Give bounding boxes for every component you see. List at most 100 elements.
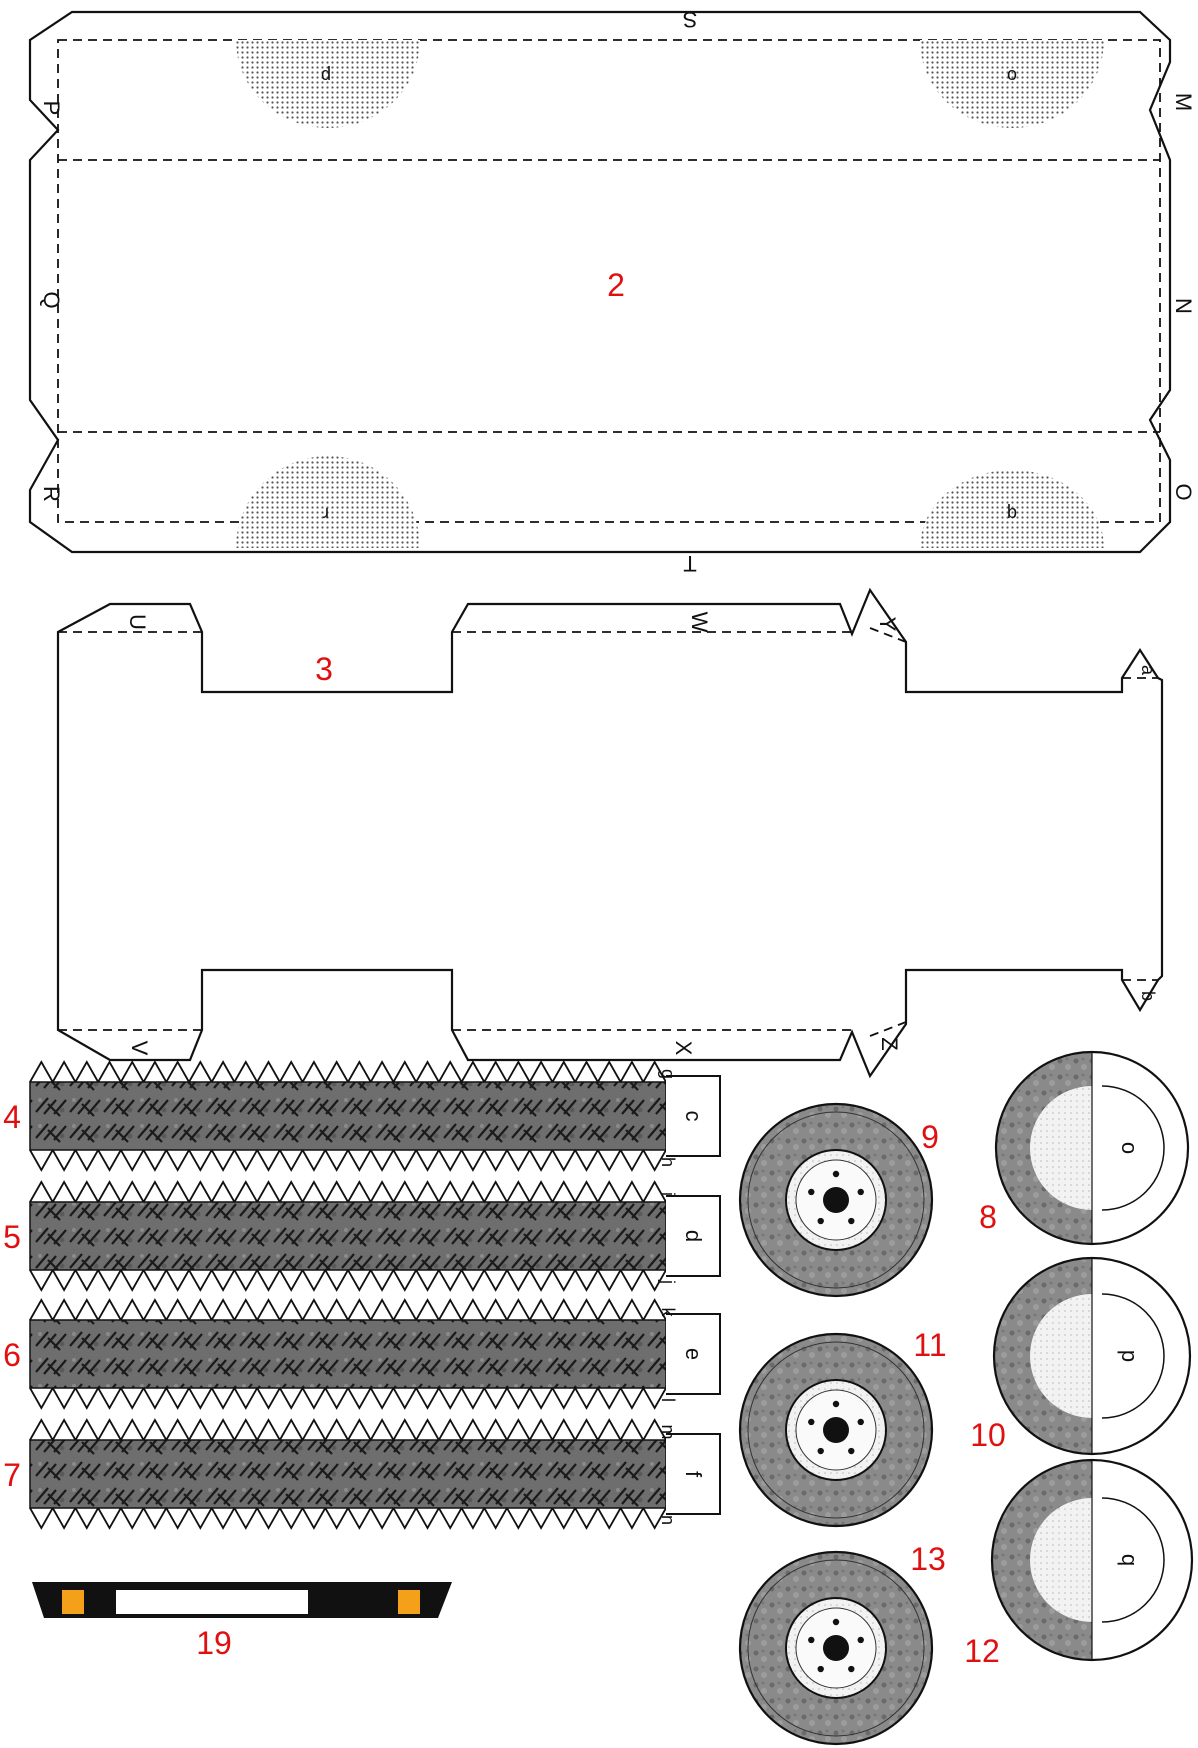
tread-teeth-bottom <box>29 1268 667 1292</box>
wheel-bolt <box>817 1447 824 1455</box>
wheel-hub <box>823 1417 849 1443</box>
tab-letter: M <box>1171 93 1196 111</box>
tab-letter: N <box>1171 298 1196 314</box>
part-number: 2 <box>607 267 625 303</box>
part-number: 3 <box>315 651 333 687</box>
tread-band <box>29 1319 667 1389</box>
glue-letter: q <box>1117 1554 1142 1566</box>
glue-letter: r <box>323 504 329 524</box>
wheel-bolt <box>808 1418 815 1426</box>
wheel-bolt <box>848 1665 855 1673</box>
tab-letter: Y <box>875 617 900 632</box>
wheel-bolt <box>808 1188 815 1196</box>
glue-area-p <box>236 40 420 128</box>
tread-glue-tab <box>666 1433 721 1515</box>
part-number: 5 <box>3 1219 21 1255</box>
glue-letter: p <box>1117 1350 1142 1362</box>
wheel-hub <box>823 1635 849 1661</box>
part-number: 4 <box>3 1099 21 1135</box>
wheel-hub <box>823 1187 849 1213</box>
tread-strip-4: c g h 4 <box>3 1060 721 1172</box>
wheel-back-discs: o8 p 10 q12 <box>964 1050 1194 1669</box>
wheel-bolt <box>832 1400 840 1408</box>
wheel-bolt <box>857 1188 864 1196</box>
tread-teeth-top <box>29 1418 667 1442</box>
wheel-bolt <box>848 1217 855 1225</box>
tread-letter: g <box>658 1069 678 1079</box>
part-3-side-panel: U W Y V X Z a b 3 <box>56 587 1164 1079</box>
wheel-back-12: q12 <box>964 1458 1194 1669</box>
wheel-back-fold-arc <box>1101 1085 1165 1211</box>
tab-letter: Q <box>39 291 64 308</box>
wheel-11: 11 <box>738 1327 947 1528</box>
part-number: 10 <box>970 1417 1006 1453</box>
part-3-outline <box>56 587 1164 1079</box>
part-2-outline <box>28 10 1172 554</box>
tab-letter: f <box>681 1471 706 1478</box>
wheel-bolt <box>808 1636 815 1644</box>
bumper-plate <box>116 1590 308 1614</box>
tread-band <box>29 1439 667 1509</box>
part-number: 19 <box>196 1625 232 1661</box>
tread-glue-tab <box>666 1313 721 1395</box>
tab-letter: R <box>39 486 64 502</box>
tab-letter: O <box>1171 483 1196 500</box>
tread-teeth-top <box>29 1298 667 1322</box>
glue-area-r <box>236 456 420 548</box>
wheel-bolt <box>832 1618 840 1626</box>
glue-area-q <box>920 470 1104 548</box>
wheel-9: 9 <box>738 1102 939 1298</box>
wheel-back-outline <box>992 1256 1192 1456</box>
part-number: 11 <box>913 1327 946 1363</box>
tread-teeth-bottom <box>29 1506 667 1530</box>
tab-letter: e <box>681 1348 706 1360</box>
tab-letter: a <box>1138 665 1158 676</box>
glue-letter: p <box>321 66 331 86</box>
wheel-bolt <box>857 1418 864 1426</box>
wheel-bolt <box>832 1170 840 1178</box>
tab-letter: V <box>127 1041 152 1056</box>
part-number: 6 <box>3 1337 21 1373</box>
tread-letter: i <box>658 1192 678 1196</box>
wheel-discs: 9 11 13 <box>738 1102 947 1746</box>
tab-letter: c <box>681 1111 706 1122</box>
wheel-back-outline <box>994 1050 1190 1246</box>
wheel-back-fold-arc <box>1101 1293 1165 1419</box>
glue-letter: o <box>1007 66 1017 86</box>
wheel-bolt <box>817 1217 824 1225</box>
tread-glue-tab <box>666 1075 721 1157</box>
tread-letter: l <box>658 1398 678 1402</box>
tab-letter: b <box>1138 991 1158 1001</box>
tread-band <box>29 1081 667 1151</box>
wheel-13: 13 <box>738 1541 946 1746</box>
wheel-back-8: o8 <box>979 1050 1190 1246</box>
tab-letter: P <box>39 101 64 116</box>
tread-letter: m <box>658 1425 678 1440</box>
tread-teeth-bottom <box>29 1148 667 1172</box>
wheel-back-rim-half <box>1030 1086 1092 1210</box>
part-19-bumper: 19 <box>32 1582 452 1661</box>
wheel-tire-edge <box>747 1559 925 1737</box>
tab-letter: d <box>681 1230 706 1242</box>
tread-teeth-top <box>29 1180 667 1204</box>
wheel-back-10: p 10 <box>970 1256 1192 1456</box>
wheel-back-outline <box>990 1458 1194 1662</box>
tab-letter: Z <box>877 1037 902 1050</box>
wheel-bolt <box>857 1636 864 1644</box>
part-number: 7 <box>3 1457 21 1493</box>
bumper-light-right <box>398 1590 420 1614</box>
wheel-bolt <box>817 1665 824 1673</box>
part-number: 13 <box>910 1541 946 1577</box>
wheel-back-rim-half <box>1030 1498 1092 1622</box>
tread-teeth-bottom <box>29 1386 667 1410</box>
wheel-back-fold-arc <box>1101 1497 1165 1623</box>
tread-glue-tab <box>666 1195 721 1277</box>
tread-band <box>29 1201 667 1271</box>
glue-letter: o <box>1117 1142 1142 1154</box>
part-number: 9 <box>921 1119 939 1155</box>
tread-letter: h <box>658 1157 678 1167</box>
